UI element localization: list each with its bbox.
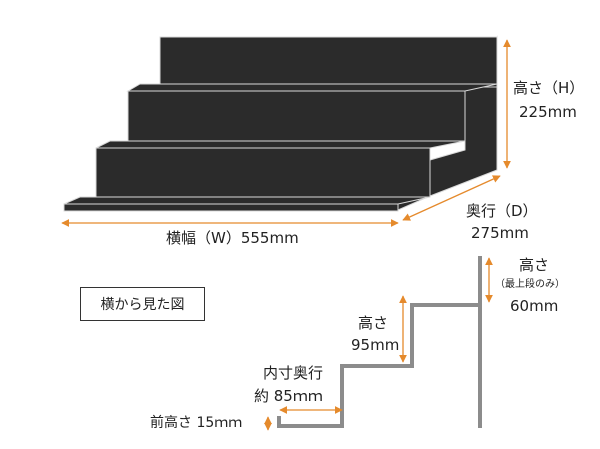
top-height-label: 高さ [519, 256, 550, 274]
step-lower-front [95, 147, 431, 198]
width-label: 横幅（W）555mm [166, 229, 299, 247]
height-value: 225mm [519, 103, 577, 121]
inner-depth-label: 内寸奥行 [263, 364, 324, 382]
top-height-note: （最上段のみ） [495, 279, 565, 290]
step-height-label: 高さ [358, 314, 389, 332]
depth-label: 奥行（D） [466, 202, 538, 220]
side-view-title: 横から見た図 [80, 287, 205, 321]
top-height-value: 60mm [510, 297, 559, 315]
step-middle-front [127, 90, 466, 142]
side-profile-line [277, 303, 480, 428]
height-label: 高さ（H） [513, 79, 585, 97]
depth-value: 275mm [471, 224, 529, 242]
step-bottom-front [63, 203, 399, 212]
step-bottom-tread [63, 196, 431, 205]
step-middle-tread [126, 83, 498, 92]
step-lower-tread [95, 140, 466, 149]
depth-arrow [402, 175, 501, 221]
front-height-label: 前高さ 15ｍｍ [150, 415, 243, 431]
inner-depth-value: 約 85ｍｍ [254, 387, 323, 405]
stair-shelf-3d [63, 35, 498, 212]
step-top-front [159, 36, 498, 88]
step-height-value: 95mm [351, 336, 400, 354]
